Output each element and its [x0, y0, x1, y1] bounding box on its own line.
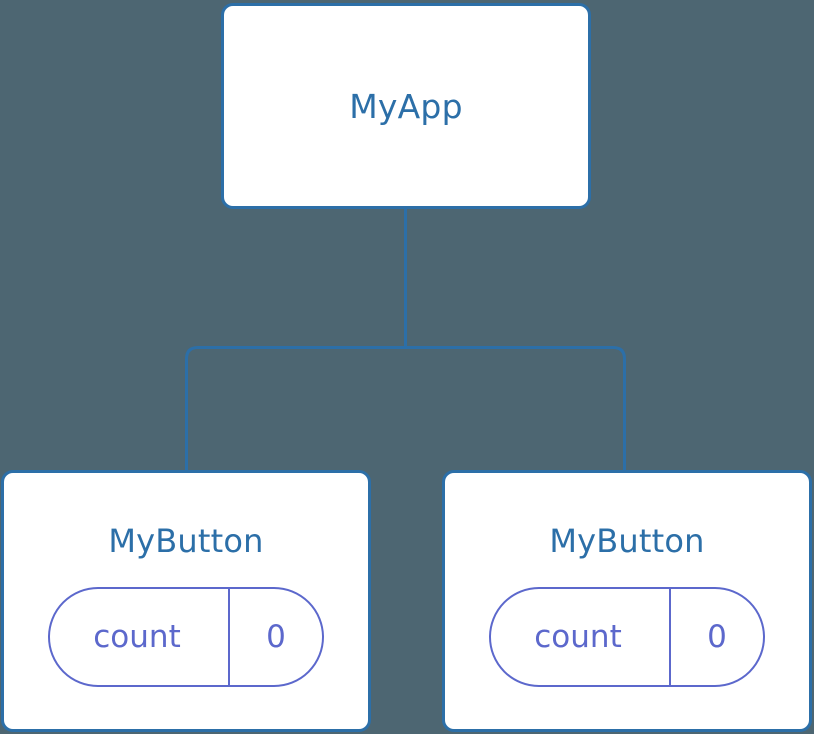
state-pill[interactable]: count 0	[489, 587, 765, 687]
node-title: MyButton	[108, 522, 264, 560]
state-key: count	[534, 618, 622, 655]
node-title: MyButton	[549, 522, 705, 560]
edge-to-left-child	[185, 346, 406, 470]
node-mybutton-2[interactable]: MyButton count 0	[442, 470, 812, 732]
state-value: 0	[669, 589, 763, 685]
node-mybutton-1[interactable]: MyButton count 0	[1, 470, 371, 732]
node-myapp[interactable]: MyApp	[221, 3, 591, 209]
state-pill[interactable]: count 0	[48, 587, 324, 687]
edge-to-right-child	[405, 346, 626, 470]
node-title: MyApp	[349, 86, 463, 126]
state-key: count	[93, 618, 181, 655]
state-value: 0	[228, 589, 322, 685]
